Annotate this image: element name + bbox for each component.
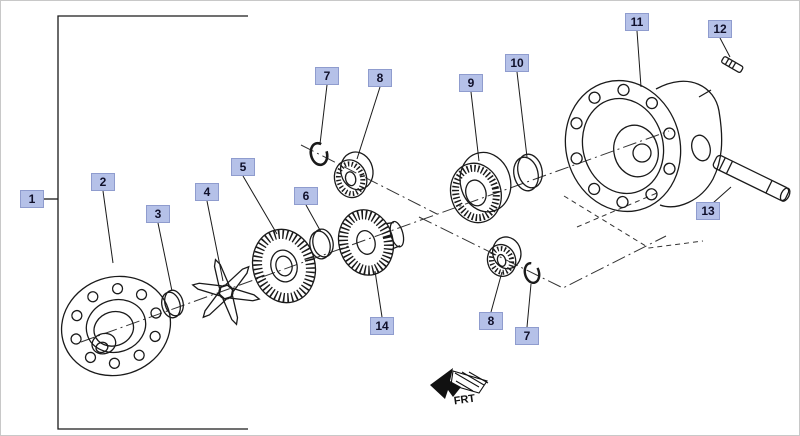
bracket-line <box>44 15 248 430</box>
part-13-axle-shaft <box>712 154 791 202</box>
part-7-retaining-ring-upper <box>309 141 329 167</box>
leader-lines <box>102 30 732 328</box>
center-lines <box>80 130 704 343</box>
part-8-pinion-upper <box>333 151 374 199</box>
part-12-pin <box>721 56 744 74</box>
frt-indicator: FRT <box>430 368 489 408</box>
frt-label: FRT <box>453 393 476 408</box>
part-2-case-cover <box>60 275 172 377</box>
part-14-side-gear <box>337 209 405 276</box>
part-3-shim-ring <box>161 289 184 319</box>
frt-arrow-icon <box>430 368 461 399</box>
part-11-housing <box>564 79 723 213</box>
part-6-oring <box>309 228 334 260</box>
part-5-toothed-plate <box>251 228 317 304</box>
part-10-seal-ring <box>513 153 543 192</box>
part-4-spider <box>191 258 261 326</box>
part-7-retaining-ring-lower <box>523 261 541 285</box>
part-9-bearing <box>449 151 512 224</box>
part-8-pinion-lower <box>486 236 522 277</box>
